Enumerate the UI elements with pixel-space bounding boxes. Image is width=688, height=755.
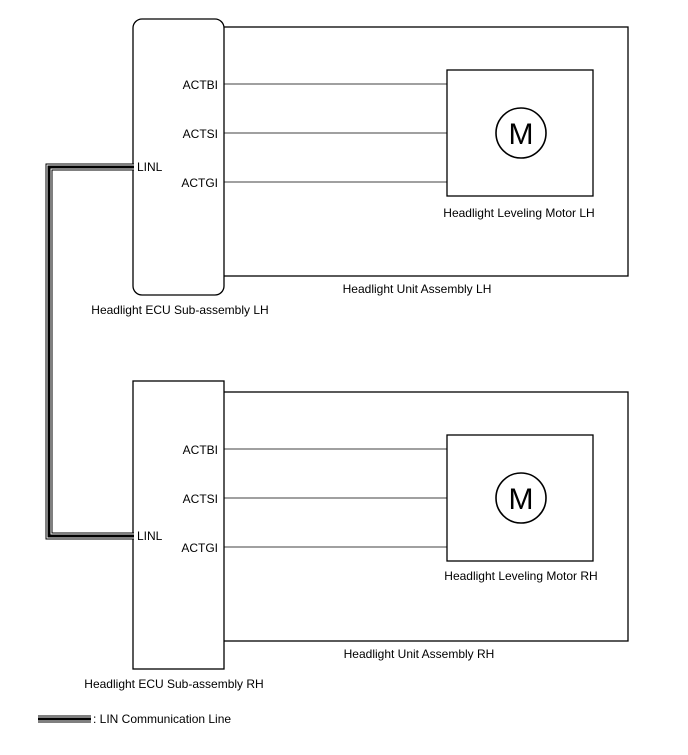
pin-label-actsi-rh: ACTSI — [183, 492, 218, 506]
pin-label-actgi-lh: ACTGI — [181, 176, 218, 190]
lin-communication-line — [45, 163, 134, 540]
motor-label-rh: Headlight Leveling Motor RH — [444, 569, 597, 583]
pin-label-actgi-rh: ACTGI — [181, 541, 218, 555]
headlight-ecu-rh — [132, 380, 225, 670]
motor-circle-lh — [495, 107, 547, 159]
motor-label-lh: Headlight Leveling Motor LH — [443, 206, 594, 220]
motor-symbol-rh: M — [509, 483, 534, 516]
pin-label-actbi-rh: ACTBI — [183, 443, 218, 457]
lh-section: M ACTBI ACTSI ACTGI LINL Headlight Level… — [91, 18, 629, 317]
motor-symbol-lh: M — [509, 118, 534, 151]
motor-circle-rh — [495, 472, 547, 524]
pin-label-linl-rh: LINL — [137, 529, 163, 543]
pin-label-actbi-lh: ACTBI — [183, 78, 218, 92]
unit-label-rh: Headlight Unit Assembly RH — [344, 647, 495, 661]
unit-label-lh: Headlight Unit Assembly LH — [343, 282, 492, 296]
legend: : LIN Communication Line — [38, 712, 231, 726]
pin-label-actsi-lh: ACTSI — [183, 127, 218, 141]
motor-box-lh — [446, 69, 594, 197]
headlight-ecu-lh — [132, 18, 225, 296]
rh-section: M ACTBI ACTSI ACTGI LINL Headlight Level… — [84, 380, 629, 691]
legend-label: : LIN Communication Line — [93, 712, 231, 726]
ecu-label-lh: Headlight ECU Sub-assembly LH — [91, 303, 268, 317]
ecu-label-rh: Headlight ECU Sub-assembly RH — [84, 677, 263, 691]
pin-label-linl-lh: LINL — [137, 160, 163, 174]
